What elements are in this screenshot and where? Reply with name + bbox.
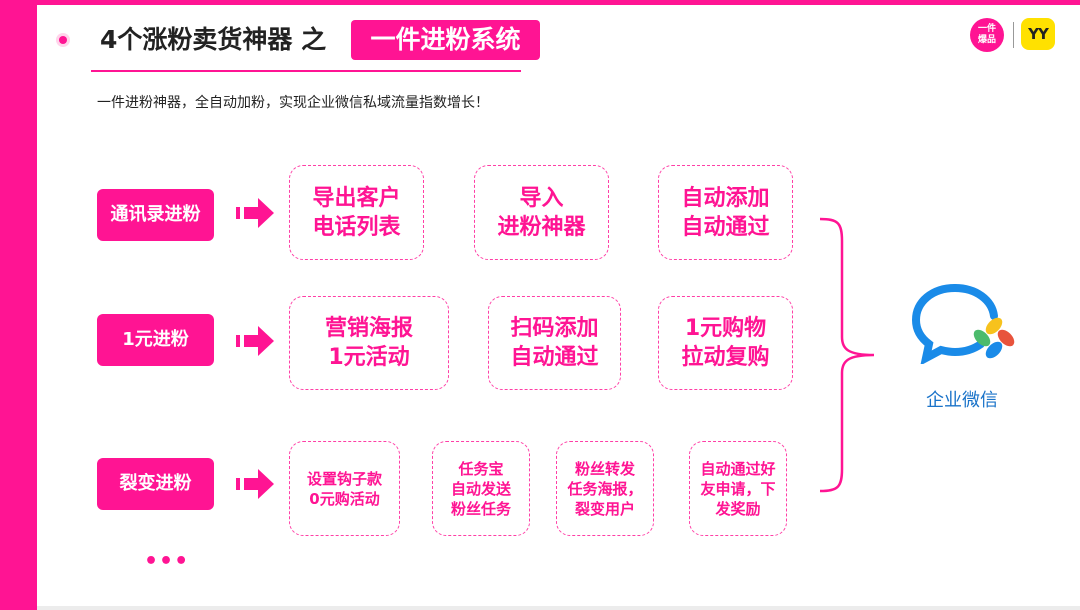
title-highlight-badge: 一件进粉系统 — [351, 20, 540, 60]
arrow-right-icon — [236, 198, 274, 228]
step-box: 导入 进粉神器 — [474, 165, 609, 260]
step-box: 粉丝转发 任务海报， 裂变用户 — [556, 441, 654, 536]
step-line: 任务宝 — [458, 459, 504, 478]
page-title: 4个涨粉卖货神器 之 — [100, 25, 327, 54]
step-line: 电话列表 — [312, 214, 401, 240]
step-line: 自动通过好 — [700, 459, 776, 478]
row-label-1yuan: 1元进粉 — [97, 314, 214, 366]
step-line: 粉丝任务 — [450, 499, 511, 518]
step-box: 1元购物 拉动复购 — [658, 296, 793, 390]
left-accent-bar — [0, 0, 37, 610]
step-line: 自动添加 — [681, 185, 770, 211]
step-line: 粉丝转发 — [574, 459, 635, 478]
step-line: 1元购物 — [684, 316, 767, 341]
step-line: 0元购活动 — [309, 489, 380, 508]
step-box: 自动通过好 友申请，下 发奖励 — [689, 441, 787, 536]
row-label-contacts: 通讯录进粉 — [97, 189, 214, 241]
step-line: 裂变用户 — [574, 499, 635, 518]
step-box: 扫码添加 自动通过 — [488, 296, 621, 390]
step-line: 营销海报 — [324, 316, 413, 341]
step-line: 1元活动 — [328, 345, 410, 370]
step-line: 任务海报， — [567, 479, 643, 498]
partner-logo-icon: YY — [1021, 18, 1055, 50]
step-box: 自动添加 自动通过 — [658, 165, 793, 260]
wecom-label: 企业微信 — [926, 390, 998, 411]
more-ellipsis: ••• — [144, 549, 190, 574]
arrow-right-icon — [236, 326, 274, 356]
step-line: 导入 — [519, 185, 564, 211]
step-line: 自动通过 — [510, 345, 599, 370]
step-line: 自动发送 — [450, 479, 511, 498]
step-box: 导出客户 电话列表 — [289, 165, 424, 260]
step-line: 进粉神器 — [497, 214, 586, 240]
step-line: 拉动复购 — [681, 345, 770, 370]
logo-divider — [1013, 22, 1014, 48]
merge-bracket — [819, 217, 875, 493]
step-line: 导出客户 — [312, 185, 401, 211]
step-line: 设置钩子款 — [306, 469, 382, 488]
title-bullet-icon — [59, 36, 67, 44]
brand-logo-line1: 一件 — [977, 24, 996, 34]
title-underline — [91, 70, 521, 72]
step-box: 设置钩子款 0元购活动 — [289, 441, 400, 536]
wecom-logo-icon — [911, 284, 1015, 364]
page-subtitle: 一件进粉神器，全自动加粉，实现企业微信私域流量指数增长！ — [97, 95, 489, 111]
step-line: 友申请，下 — [700, 479, 776, 498]
step-line: 自动通过 — [681, 214, 770, 240]
brand-logo-line2: 爆品 — [977, 35, 996, 45]
arrow-right-icon — [236, 469, 274, 499]
step-line: 扫码添加 — [510, 316, 599, 341]
row-label-fission: 裂变进粉 — [97, 458, 214, 510]
top-accent-bar — [37, 0, 1080, 5]
brand-logo-icon: 一件 爆品 — [970, 18, 1004, 52]
step-box: 任务宝 自动发送 粉丝任务 — [432, 441, 530, 536]
step-box: 营销海报 1元活动 — [289, 296, 449, 390]
step-line: 发奖励 — [715, 499, 761, 518]
bottom-divider — [37, 606, 1080, 610]
